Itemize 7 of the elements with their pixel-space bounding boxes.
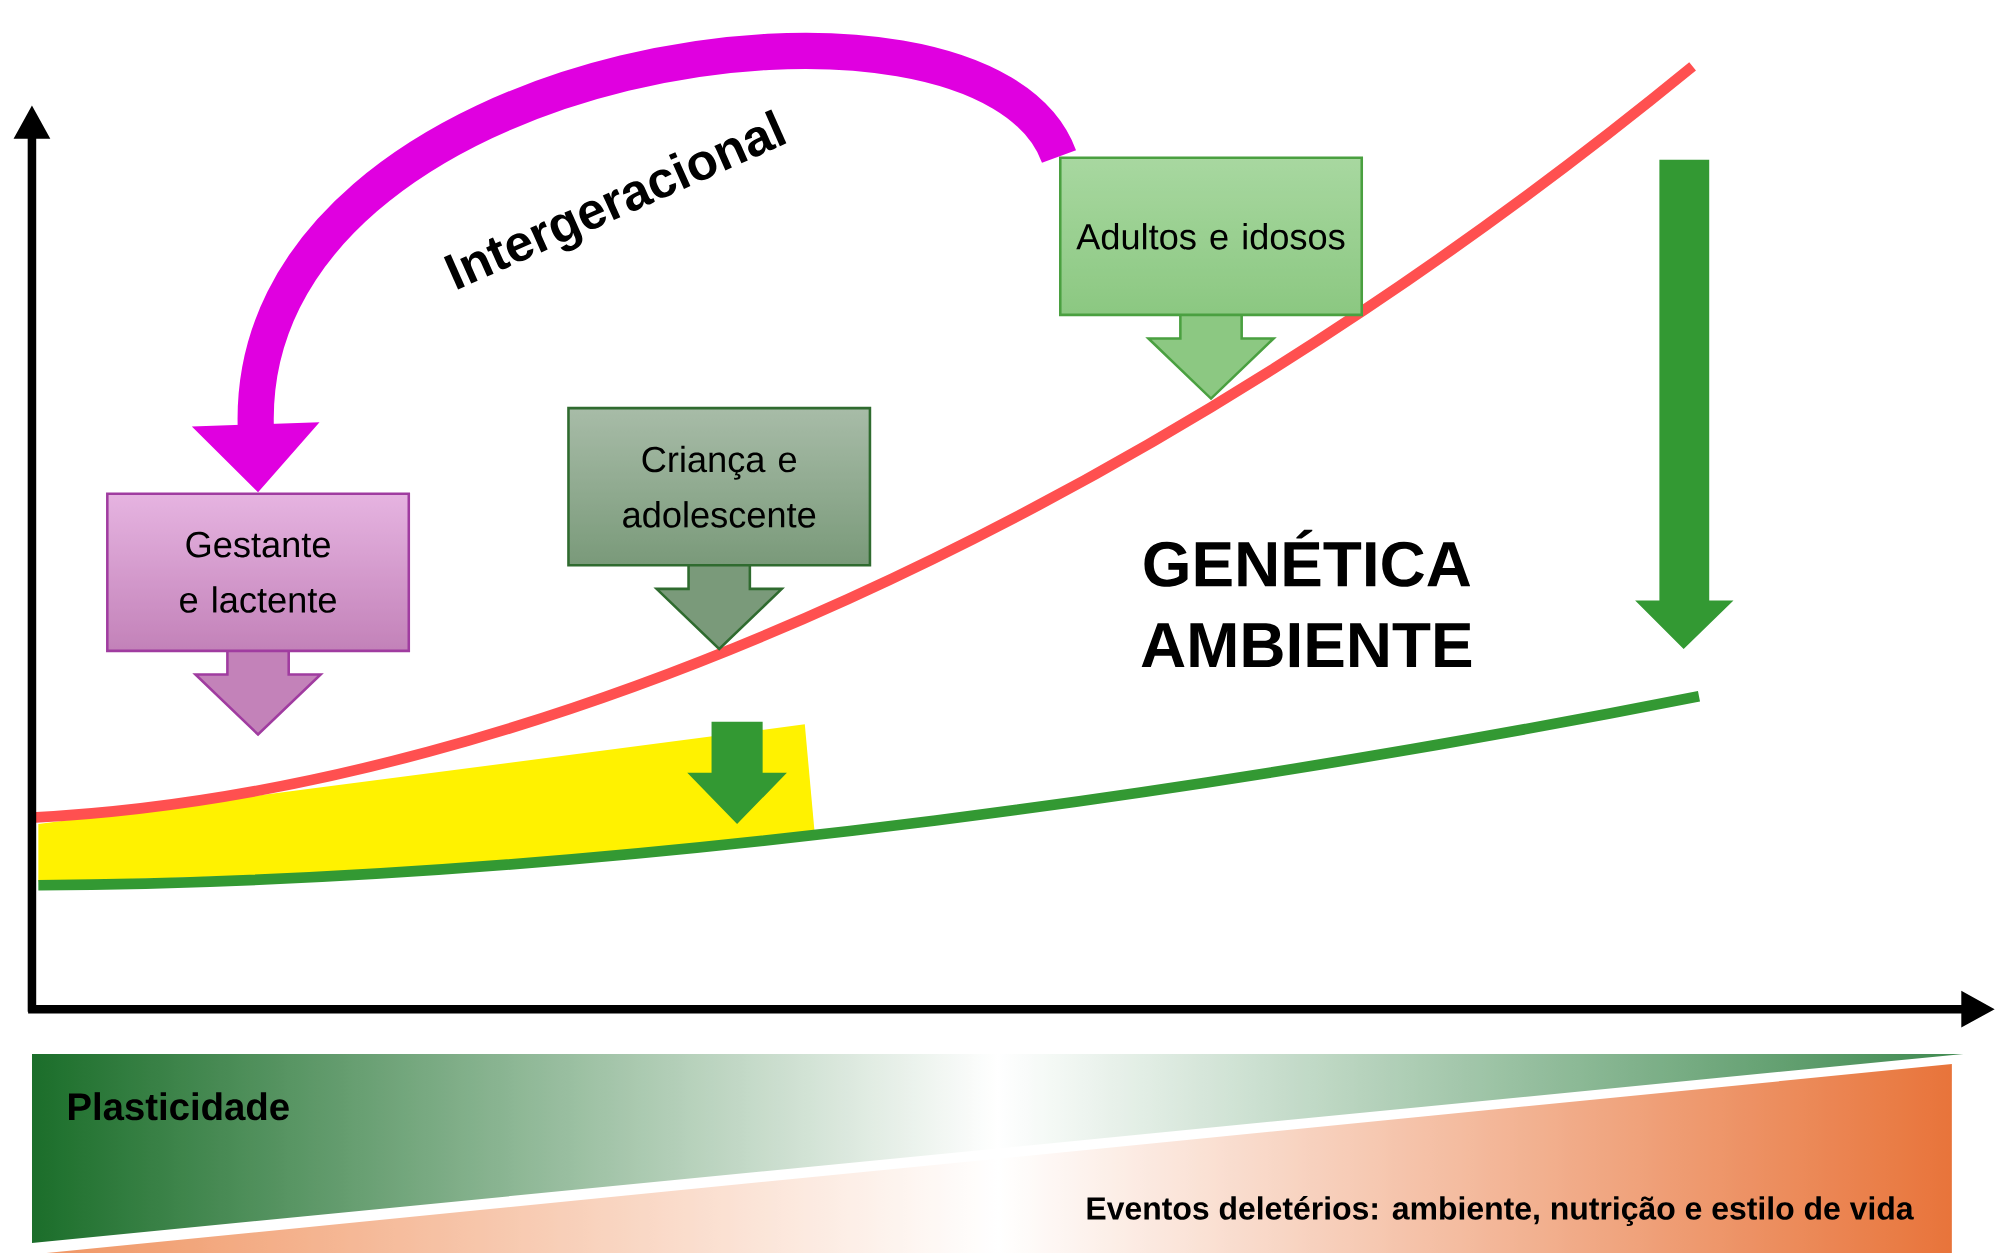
- heading-text: GENÉTICA: [1144, 529, 1471, 587]
- band-label: Plasticidade: [69, 1092, 289, 1121]
- callout-box: Gestante e lactente: [106, 492, 411, 737]
- band-label: Eventos deletérios: ambiente, nutrição e estilo de vida: [1087, 1195, 1914, 1226]
- callout-box: Criança e adolescente: [567, 406, 872, 651]
- callout-box: Adultos e idosos: [1059, 156, 1364, 401]
- heading-text: AMBIENTE: [1141, 623, 1472, 667]
